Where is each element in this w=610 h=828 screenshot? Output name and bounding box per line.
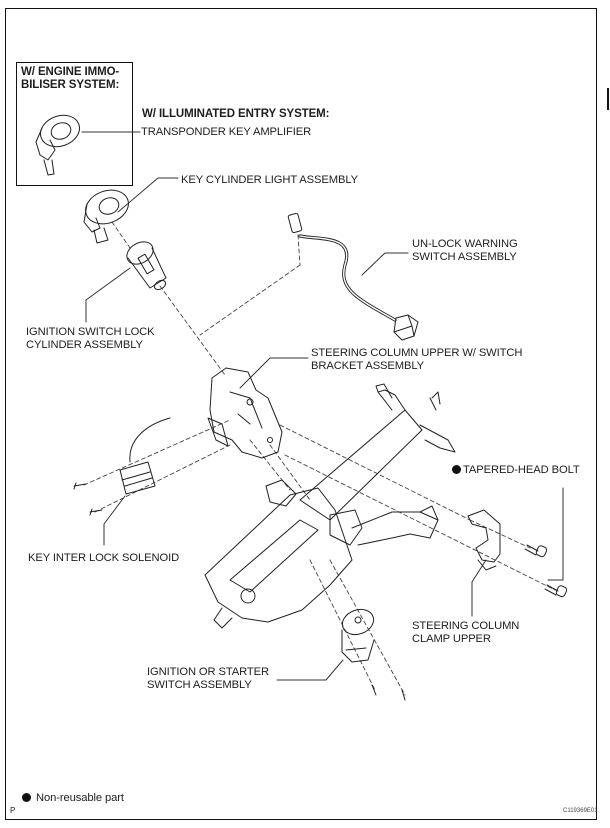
label-transponder-key-amplifier: TRANSPONDER KEY AMPLIFIER — [141, 126, 312, 138]
label-column-upper-bracket: STEERING COLUMN UPPER W/ SWITCH BRACKET … — [311, 347, 523, 372]
label-unlock-warning-switch: UN-LOCK WARNING SWITCH ASSEMBLY — [412, 238, 518, 263]
label-key-interlock-solenoid: KEY INTER LOCK SOLENOID — [28, 552, 180, 564]
steering-column-drawing — [204, 383, 456, 629]
non-reusable-dot-icon — [22, 793, 31, 802]
revision-bar — [607, 88, 609, 110]
tapered-head-bolts-drawing — [524, 544, 568, 598]
leader-clamp — [471, 559, 487, 617]
label-tapered-head-bolt: TAPERED-HEAD BOLT — [452, 464, 580, 477]
unlock-warning-switch-drawing — [287, 212, 419, 341]
leader-ignition-starter — [276, 659, 344, 681]
label-ignition-lock-cylinder: IGNITION SWITCH LOCK CYLINDER ASSEMBLY — [26, 326, 155, 351]
tapered-head-bolt-text: TAPERED-HEAD BOLT — [463, 464, 580, 476]
column-clamp-drawing — [467, 509, 501, 571]
leader-column-upper — [239, 357, 309, 389]
ignition-starter-switch-drawing — [341, 608, 406, 701]
page-mark: P — [10, 806, 16, 815]
label-ignition-starter-switch: IGNITION OR STARTER SWITCH ASSEMBLY — [147, 666, 269, 691]
leader-unlock-warning — [361, 252, 409, 276]
non-reusable-dot-icon — [452, 465, 461, 474]
leader-tapered-bolt — [547, 487, 564, 581]
immobiliser-inset-box — [16, 62, 133, 186]
leader-ignition-lock — [85, 267, 131, 323]
leader-key-cylinder-light — [117, 177, 179, 213]
key-interlock-solenoid-drawing — [73, 417, 171, 516]
label-key-cylinder-light: KEY CYLINDER LIGHT ASSEMBLY — [181, 174, 358, 186]
column-upper-bracket-drawing — [207, 367, 283, 459]
leader-lines — [81, 131, 564, 681]
variant-heading: W/ ILLUMINATED ENTRY SYSTEM: — [142, 108, 330, 120]
key-cylinder-light-drawing — [83, 189, 129, 244]
inset-heading: W/ ENGINE IMMO- BILISER SYSTEM: — [21, 66, 120, 91]
leader-key-interlock — [103, 495, 126, 546]
legend: Non-reusable part — [22, 792, 124, 805]
diagram-frame — [5, 8, 597, 820]
label-column-clamp-upper: STEERING COLUMN CLAMP UPPER — [412, 620, 520, 645]
legend-text: Non-reusable part — [36, 792, 124, 804]
assembly-axes — [83, 221, 556, 696]
transponder-key-amplifier-drawing — [35, 114, 80, 176]
ignition-lock-cylinder-drawing — [126, 241, 167, 291]
figure-code: C119369E01 — [563, 808, 598, 814]
